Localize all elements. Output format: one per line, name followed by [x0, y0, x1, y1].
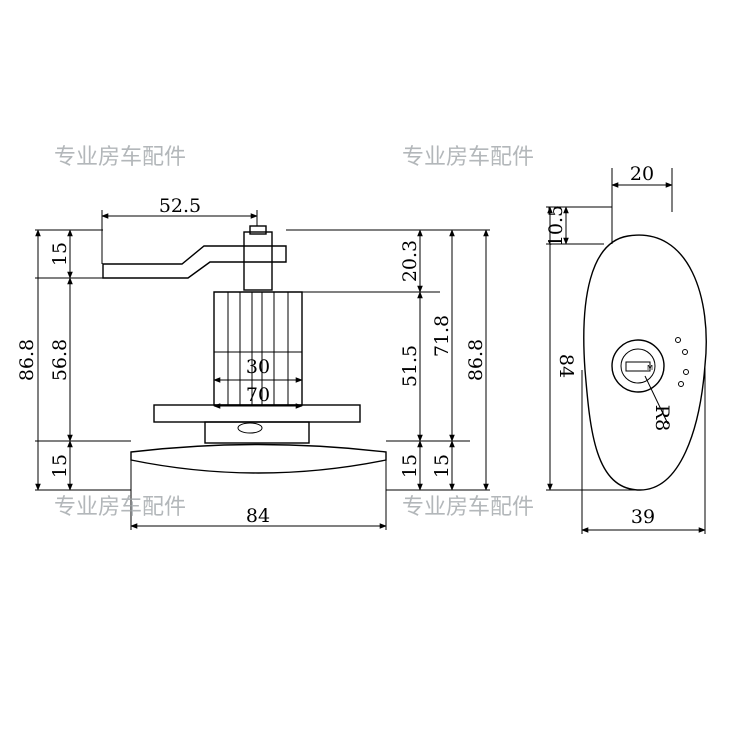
lock-mark: M — [647, 364, 653, 372]
dim-handle-length: 52.5 — [159, 195, 201, 217]
flange — [153, 404, 361, 423]
flange-hub — [204, 421, 310, 444]
handle-arm — [102, 245, 287, 279]
watermark-text: 专业房车配件 — [402, 145, 534, 170]
dim-flange-width: 70 — [246, 384, 270, 406]
dim-stem-height: 20.3 — [399, 240, 421, 282]
base-plate — [130, 443, 387, 474]
watermark-text: 专业房车配件 — [54, 145, 186, 170]
dim-body-height: 51.5 — [399, 345, 421, 387]
dim-total-height-right: 86.8 — [465, 339, 487, 381]
stem — [243, 231, 273, 291]
side-view: 52.5 86.8 15 56.8 15 20.3 51.5 71.8 86.8… — [16, 195, 490, 530]
lock-outer-ring — [611, 339, 665, 393]
dim-lock-radius: R8 — [651, 405, 673, 431]
watermark-text: 专业房车配件 — [402, 495, 534, 520]
position-dot — [678, 381, 684, 387]
dim-offset-height: 10.5 — [545, 205, 567, 247]
radius-leader — [644, 375, 669, 425]
dim-offset-width: 20 — [630, 163, 654, 185]
top-view: M 20 10.5 84 R8 39 — [545, 163, 707, 534]
lock-keyway — [625, 361, 651, 372]
dim-total-width: 39 — [631, 506, 655, 528]
dim-total-length: 84 — [555, 354, 577, 378]
flange-bolt — [237, 422, 263, 434]
position-dot — [683, 369, 689, 375]
dim-left-bottom: 15 — [49, 454, 71, 478]
dim-right-bottom-a: 15 — [399, 454, 421, 478]
dim-cylinder-width: 30 — [246, 356, 270, 378]
dim-body-and-stem: 71.8 — [431, 315, 453, 357]
oval-body — [583, 234, 707, 491]
stem-cap — [249, 225, 267, 235]
dim-left-middle: 56.8 — [49, 339, 71, 381]
lock-inner-ring — [620, 348, 656, 384]
dim-left-top: 15 — [49, 242, 71, 266]
dim-right-bottom-b: 15 — [431, 454, 453, 478]
position-dot — [682, 349, 688, 355]
position-dot — [675, 337, 681, 343]
watermark-text: 专业房车配件 — [54, 495, 186, 520]
dim-total-height-left: 86.8 — [16, 339, 38, 381]
dim-base-width: 84 — [246, 505, 270, 527]
